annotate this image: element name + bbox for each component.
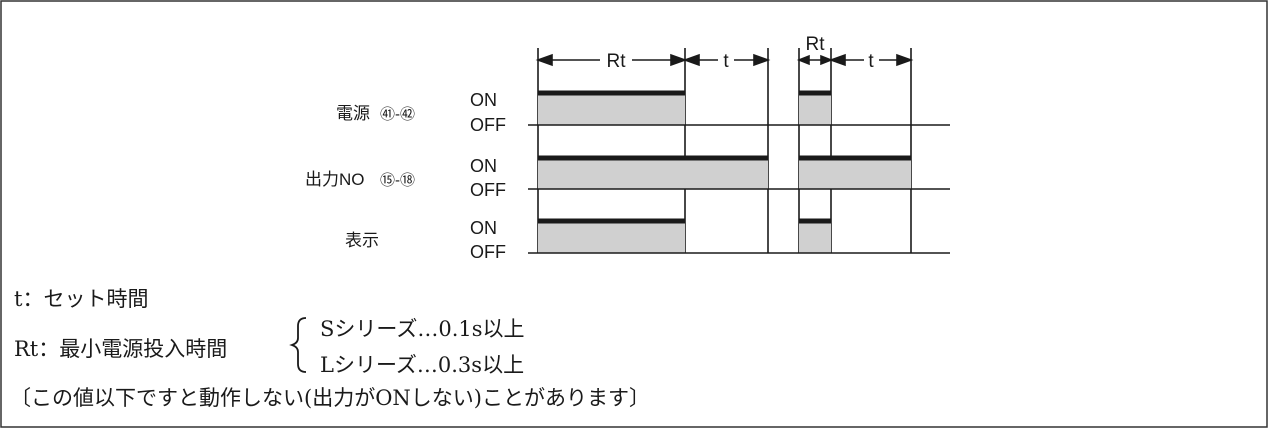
pulse [799,158,911,189]
note-t-definition: t：セット時間 [14,287,149,311]
off-label: OFF [470,180,506,200]
terminal-label-output: ⑮-⑱ [380,172,415,189]
dimension-arrows [535,48,914,72]
pulse [799,221,831,253]
pulse [538,221,685,253]
note-s-series: Sシリーズ…0.1s以上 [320,317,525,341]
dim-label-rt-2: Rt [806,34,826,55]
signal-label-power: 電源 [336,104,370,123]
signal-label-output: 出力NO [305,170,365,189]
note-caution: 〔この値以下ですと動作しない(出力がONしない)ことがあります〕 [10,386,650,410]
dim-label-t-2: t [868,51,874,72]
pulse [538,93,685,125]
signal-label-indicator: 表示 [345,231,379,250]
dim-label-rt-1: Rt [607,51,627,72]
off-label: OFF [470,242,506,262]
pulse [538,158,768,189]
note-rt-definition: Rt：最小電源投入時間 [14,337,228,361]
off-label: OFF [470,115,506,135]
signal-row-indicator [528,218,950,254]
note-l-series: Lシリーズ…0.3s以上 [320,353,525,377]
signal-row-output [528,155,950,190]
on-label: ON [470,218,497,238]
signal-row-power [528,90,950,126]
on-label: ON [470,156,497,176]
on-label: ON [470,90,497,110]
curly-brace [289,317,307,373]
dim-label-t-1: t [723,51,729,72]
pulse [799,93,831,125]
terminal-label-power: ㊶-㊷ [380,106,415,123]
